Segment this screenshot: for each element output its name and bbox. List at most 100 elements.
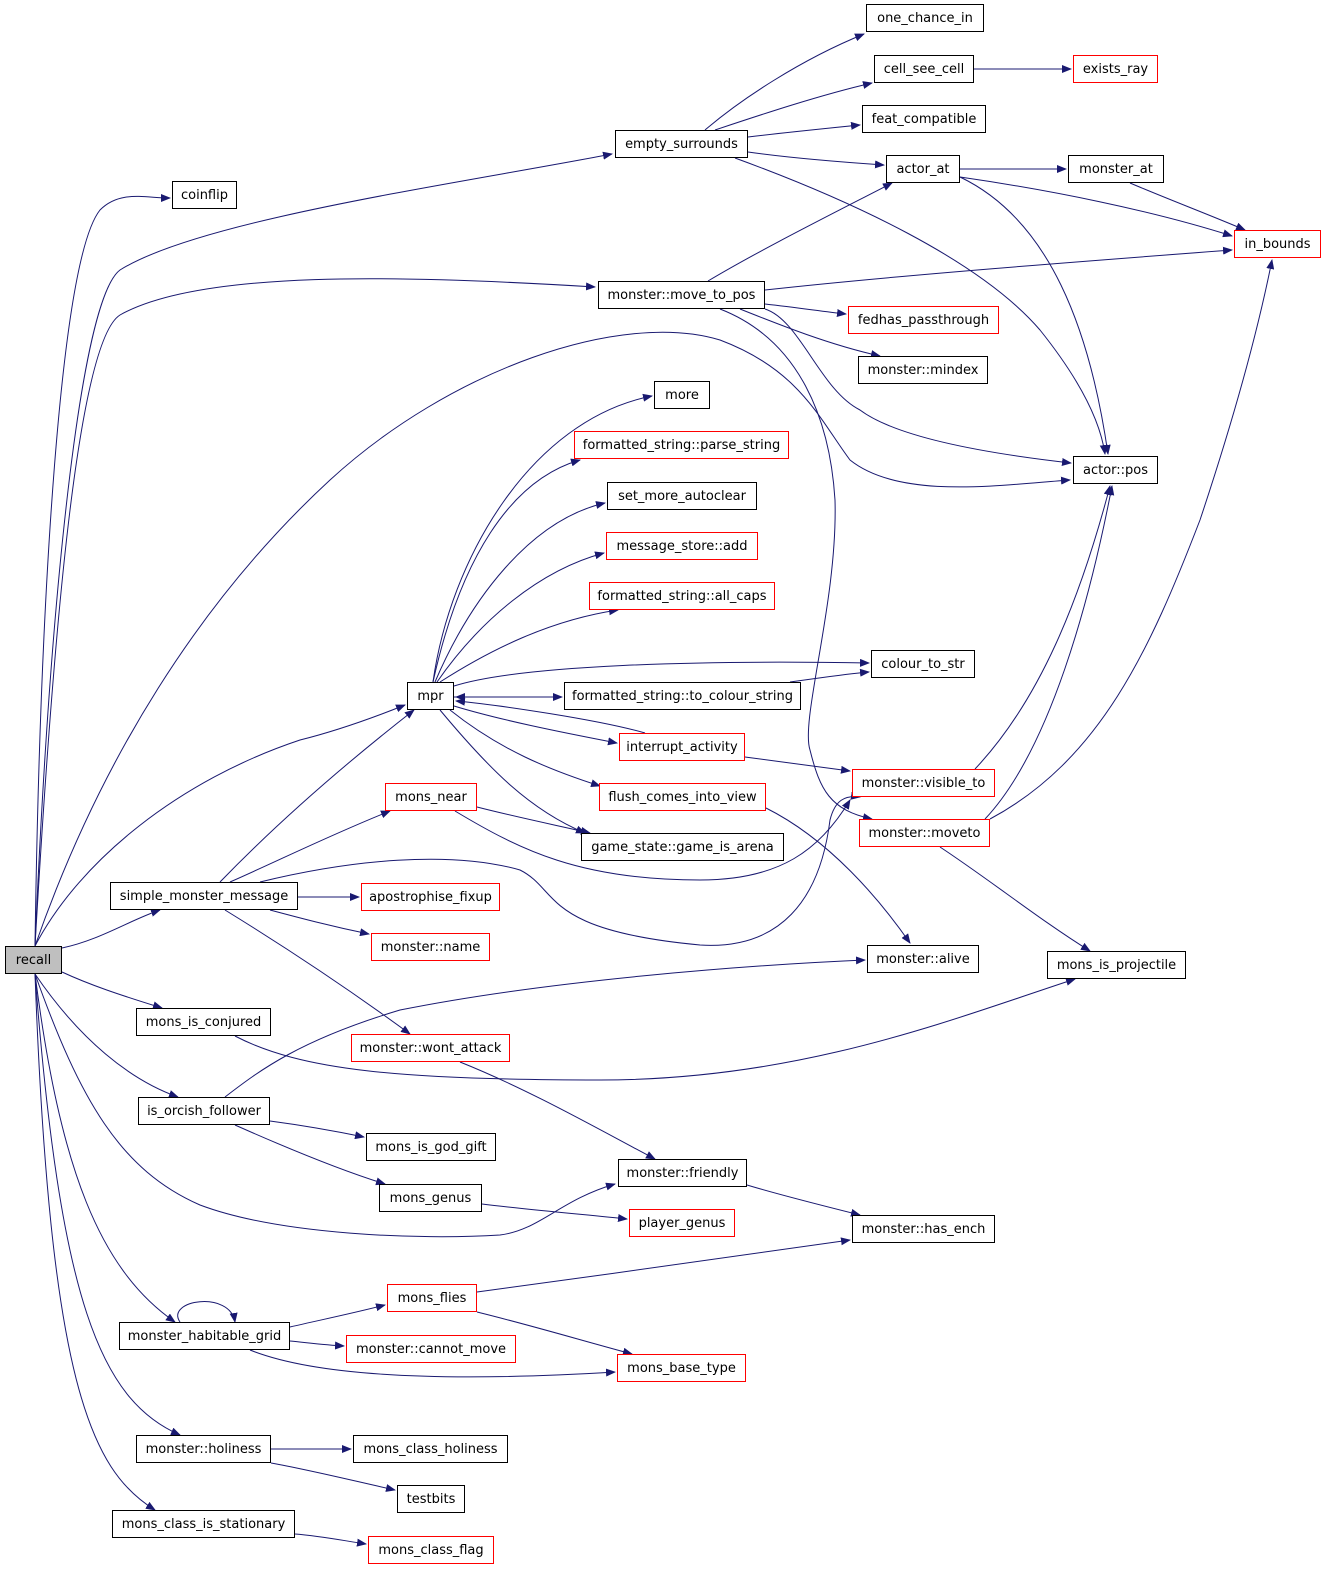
node-mons-class-holiness[interactable]: mons_class_holiness (353, 1435, 508, 1463)
edge-monster-at-in-bounds (1129, 182, 1246, 231)
edge-mpr-parse-string (432, 458, 581, 683)
node-mons-class-is-stationary[interactable]: mons_class_is_stationary (112, 1510, 295, 1538)
edge-holiness-testbits (270, 1462, 396, 1492)
edge-mpr-interrupt-activity (453, 705, 618, 746)
node-set-more-autoclear[interactable]: set_more_autoclear (607, 482, 757, 510)
edge-to-colour-string-colour-to-str (789, 668, 870, 683)
node-monster-move-to-pos[interactable]: monster::move_to_pos (598, 281, 765, 309)
edge-mpr-flush-comes-into-view (449, 709, 601, 788)
edge-recall-mons-is-conjured (61, 971, 163, 1010)
edge-habitable-grid-self (177, 1301, 238, 1323)
node-game-is-arena[interactable]: game_state::game_is_arena (581, 833, 784, 861)
node-empty-surrounds[interactable]: empty_surrounds (615, 130, 748, 158)
node-recall: recall (5, 946, 62, 974)
node-player-genus[interactable]: player_genus (629, 1209, 735, 1237)
node-mons-base-type[interactable]: mons_base_type (617, 1354, 746, 1382)
node-simple-monster-message[interactable]: simple_monster_message (110, 882, 298, 910)
edge-wont-attack-friendly (459, 1061, 656, 1160)
node-coinflip[interactable]: coinflip (172, 181, 237, 209)
node-cell-see-cell[interactable]: cell_see_cell (874, 55, 974, 83)
edge-flush-comes-into-view-alive (765, 807, 911, 944)
node-to-colour-string[interactable]: formatted_string::to_colour_string (564, 682, 801, 710)
node-apostrophise-fixup[interactable]: apostrophise_fixup (361, 883, 500, 911)
edge-moveto-actor-pos (984, 485, 1115, 820)
edge-mons-flies-has-ench (476, 1237, 851, 1293)
edge-recall-monster-friendly (34, 973, 616, 1238)
edge-mpr-all-caps (439, 607, 619, 683)
node-mons-near[interactable]: mons_near (385, 783, 477, 811)
node-mons-is-conjured[interactable]: mons_is_conjured (136, 1008, 271, 1036)
node-mons-genus[interactable]: mons_genus (379, 1184, 482, 1212)
edge-mpr-more (432, 393, 653, 683)
node-all-caps[interactable]: formatted_string::all_caps (589, 582, 775, 610)
edge-recall-mons-class-is-stationary (34, 973, 156, 1511)
edge-move-to-pos-moveto (719, 308, 873, 822)
edge-move-to-pos-mindex (739, 308, 881, 358)
node-mpr[interactable]: mpr (407, 682, 454, 710)
edge-mpr-message-store-add (436, 551, 605, 683)
node-one-chance-in[interactable]: one_chance_in (866, 4, 984, 32)
node-monster-mindex[interactable]: monster::mindex (858, 356, 988, 384)
edge-smm-mons-near (229, 810, 391, 883)
node-interrupt-activity[interactable]: interrupt_activity (619, 733, 745, 761)
node-monster-alive[interactable]: monster::alive (867, 945, 979, 973)
node-mons-flies[interactable]: mons_flies (387, 1284, 477, 1312)
edge-actor-at-in-bounds (959, 176, 1233, 238)
node-monster-has-ench[interactable]: monster::has_ench (852, 1215, 995, 1243)
node-mons-class-flag[interactable]: mons_class_flag (368, 1536, 494, 1564)
edge-mons-is-conjured-mons-is-projectile (234, 978, 1076, 1081)
node-monster-holiness[interactable]: monster::holiness (136, 1435, 271, 1463)
edge-move-to-pos-actor-at (707, 182, 893, 282)
node-more[interactable]: more (654, 381, 710, 409)
node-feat-compatible[interactable]: feat_compatible (862, 105, 986, 133)
edge-visible-to-actor-pos (974, 485, 1112, 770)
edge-move-to-pos-actor-pos (764, 308, 1072, 466)
edge-stationary-mons-class-flag (294, 1533, 367, 1547)
edge-mons-near-visible-to (454, 799, 851, 881)
node-colour-to-str[interactable]: colour_to_str (871, 650, 975, 678)
edge-actor-at-actor-pos (959, 176, 1111, 455)
edge-smm-visible-to (259, 791, 861, 946)
node-testbits[interactable]: testbits (397, 1485, 465, 1513)
node-monster-cannot-move[interactable]: monster::cannot_move (346, 1335, 516, 1363)
node-mons-is-projectile[interactable]: mons_is_projectile (1047, 951, 1186, 979)
node-mons-is-god-gift[interactable]: mons_is_god_gift (366, 1133, 496, 1161)
node-fedhas-passthrough[interactable]: fedhas_passthrough (848, 306, 999, 334)
node-actor-pos[interactable]: actor::pos (1073, 456, 1158, 484)
node-monster-visible-to[interactable]: monster::visible_to (852, 769, 995, 797)
node-monster-habitable-grid[interactable]: monster_habitable_grid (119, 1322, 290, 1350)
edge-empty-surrounds-one-chance-in (704, 33, 865, 131)
edge-empty-surrounds-feat-compatible (747, 121, 861, 138)
node-monster-name[interactable]: monster::name (371, 933, 490, 961)
edge-mons-genus-player-genus (481, 1203, 628, 1223)
edge-friendly-has-ench (746, 1184, 861, 1217)
node-message-store-add[interactable]: message_store::add (606, 532, 758, 560)
node-monster-wont-attack[interactable]: monster::wont_attack (351, 1034, 510, 1062)
edge-recall-monster-holiness (34, 973, 181, 1436)
edge-empty-surrounds-actor-pos (734, 157, 1108, 455)
edge-move-to-pos-in-bounds (764, 246, 1233, 291)
edge-mpr-colour-to-str (453, 658, 870, 687)
edge-is-orcish-follower-mons-genus (234, 1124, 386, 1186)
node-parse-string[interactable]: formatted_string::parse_string (574, 431, 789, 459)
node-monster-at[interactable]: monster_at (1068, 155, 1164, 183)
node-in-bounds[interactable]: in_bounds (1234, 230, 1321, 258)
node-monster-moveto[interactable]: monster::moveto (859, 819, 990, 847)
edge-mons-near-game-is-arena (476, 806, 591, 835)
node-monster-friendly[interactable]: monster::friendly (618, 1159, 747, 1187)
edge-mpr-game-is-arena (439, 709, 586, 834)
edge-empty-surrounds-actor-at (747, 151, 885, 169)
node-flush-comes-into-view[interactable]: flush_comes_into_view (599, 783, 766, 811)
edge-interrupt-activity-mpr (455, 697, 646, 734)
node-is-orcish-follower[interactable]: is_orcish_follower (138, 1097, 270, 1125)
edge-habitable-grid-mons-base-type (249, 1349, 616, 1378)
edge-is-orcish-follower-god-gift (269, 1120, 365, 1140)
edge-recall-monster-move-to-pos (34, 278, 596, 947)
node-exists-ray[interactable]: exists_ray (1073, 55, 1158, 83)
edge-recall-actor-pos (34, 331, 1071, 947)
edge-recall-mpr (34, 704, 406, 947)
edge-mons-flies-mons-base-type (476, 1311, 633, 1356)
node-actor-at[interactable]: actor_at (886, 155, 960, 183)
